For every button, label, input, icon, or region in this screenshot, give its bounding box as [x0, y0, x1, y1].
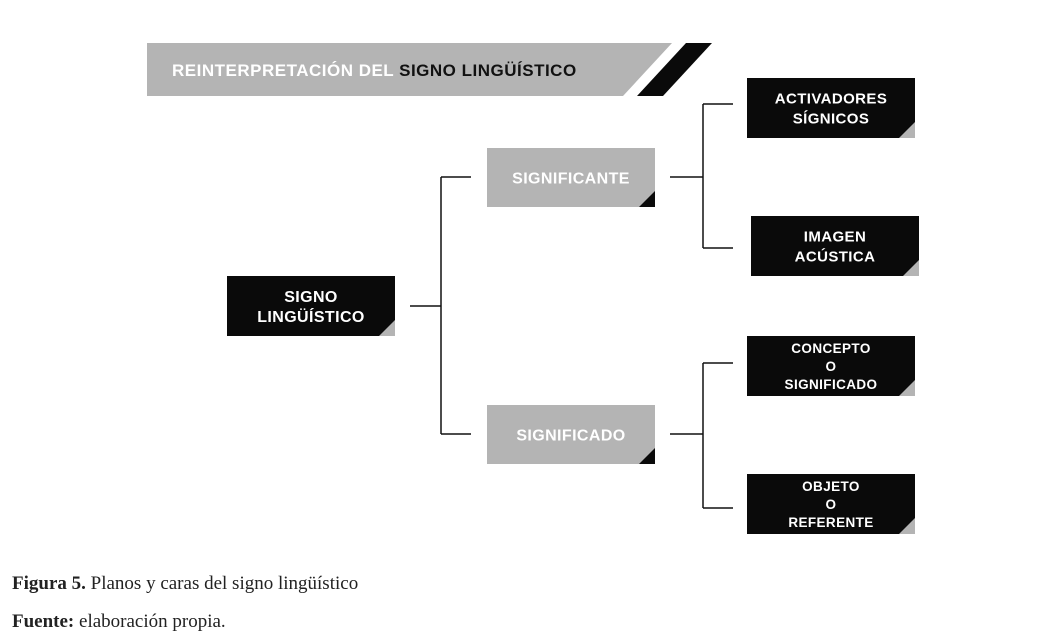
node-imagen-acustica-label: IMAGEN	[804, 228, 866, 245]
node-significado-label: SIGNIFICADO	[516, 427, 625, 444]
node-activadores-signicos-label: SÍGNICOS	[793, 110, 870, 127]
banner-bar	[147, 43, 672, 96]
node-significante-corner	[639, 191, 655, 207]
banner-stripe	[637, 43, 712, 96]
node-activadores-signicos-corner	[899, 122, 915, 138]
node-significante-box	[487, 148, 655, 207]
source-caption: Fuente: elaboración propia.	[12, 611, 226, 633]
node-activadores-signicos: ACTIVADORES SÍGNICOS	[747, 78, 915, 138]
node-objeto-referente: OBJETO O REFERENTE	[747, 474, 915, 534]
node-concepto-significado-box	[747, 336, 915, 396]
node-signo-linguistico-label: LINGÜÍSTICO	[257, 307, 365, 326]
banner-title-part1: REINTERPRETACIÓN DEL	[172, 61, 399, 80]
node-objeto-referente-label: O	[826, 497, 837, 512]
figure-caption: Figura 5. Planos y caras del signo lingü…	[12, 573, 358, 595]
source-label: Fuente:	[12, 611, 75, 632]
figure-label: Figura 5.	[12, 573, 86, 594]
node-significado-box	[487, 405, 655, 464]
node-imagen-acustica-corner	[903, 260, 919, 276]
node-objeto-referente-corner	[899, 518, 915, 534]
node-activadores-signicos-label: ACTIVADORES	[775, 90, 887, 107]
node-concepto-significado-corner	[899, 380, 915, 396]
node-signo-linguistico-label: SIGNO	[284, 289, 338, 306]
node-activadores-signicos-box	[747, 78, 915, 138]
node-imagen-acustica-label: ACÚSTICA	[795, 247, 876, 265]
node-objeto-referente-label: OBJETO	[802, 479, 860, 494]
node-concepto-significado: CONCEPTO O SIGNIFICADO	[747, 336, 915, 396]
banner-title: REINTERPRETACIÓN DEL SIGNO LINGÜÍSTICO	[172, 61, 577, 80]
banner-title-part2: SIGNO LINGÜÍSTICO	[399, 61, 577, 80]
connector-lines	[410, 103, 733, 509]
node-significante-label: SIGNIFICANTE	[512, 170, 630, 187]
sign-diagram: REINTERPRETACIÓN DEL SIGNO LINGÜÍSTICO S…	[147, 43, 919, 534]
node-concepto-significado-label: CONCEPTO	[791, 341, 870, 356]
node-imagen-acustica: IMAGEN ACÚSTICA	[751, 216, 919, 276]
node-concepto-significado-label: SIGNIFICADO	[785, 377, 878, 392]
source-text: elaboración propia.	[74, 611, 226, 632]
node-signo-linguistico-corner	[379, 320, 395, 336]
node-concepto-significado-label: O	[826, 359, 837, 374]
title-banner: REINTERPRETACIÓN DEL SIGNO LINGÜÍSTICO	[147, 43, 712, 96]
node-imagen-acustica-box	[751, 216, 919, 276]
node-significado-corner	[639, 448, 655, 464]
node-objeto-referente-label: REFERENTE	[788, 515, 873, 530]
node-signo-linguistico-box	[227, 276, 395, 336]
node-significado: SIGNIFICADO	[487, 405, 655, 464]
node-significante: SIGNIFICANTE	[487, 148, 655, 207]
node-objeto-referente-box	[747, 474, 915, 534]
figure-text: Planos y caras del signo lingüístico	[85, 573, 359, 594]
